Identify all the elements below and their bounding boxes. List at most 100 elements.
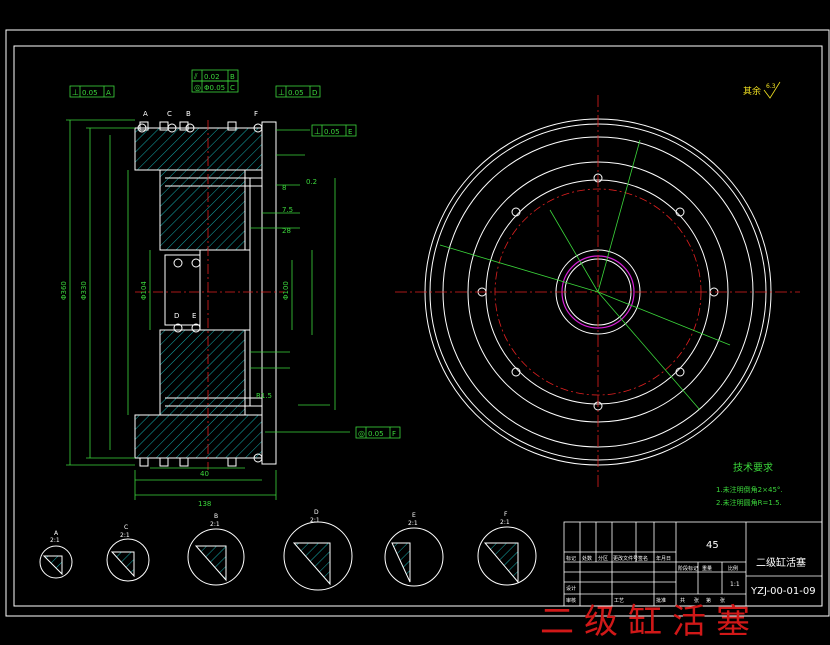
dim-chamfer: R1.5: [256, 392, 272, 400]
right-flange: [261, 121, 277, 465]
svg-text:D: D: [174, 312, 179, 320]
front-view: [395, 95, 800, 490]
svg-text:重量: 重量: [702, 565, 712, 572]
svg-text:6.3: 6.3: [766, 83, 776, 90]
dim-depth-4: 40: [200, 470, 209, 478]
svg-text:批准: 批准: [656, 597, 666, 604]
svg-text:共: 共: [680, 597, 685, 604]
svg-text:张: 张: [720, 597, 725, 604]
dim-bore-dia: Φ100: [282, 281, 290, 300]
svg-text:标记: 标记: [566, 555, 576, 562]
svg-text:0.05: 0.05: [288, 89, 304, 97]
svg-text:A: A: [54, 530, 59, 537]
svg-text:D: D: [314, 509, 319, 516]
svg-text:E: E: [412, 512, 416, 519]
tol-frame-6: ◎ 0.05 F: [355, 426, 401, 439]
surface-roughness: 其余 6.3: [743, 81, 781, 99]
dim-depth-3: 28: [282, 227, 291, 235]
svg-text:Φ0.05: Φ0.05: [204, 84, 225, 92]
svg-text:E: E: [192, 312, 196, 320]
tol-frame-4: ⊥ 0.05 D: [275, 85, 321, 98]
svg-text:B: B: [186, 110, 191, 118]
svg-text:签名: 签名: [638, 555, 648, 562]
svg-text:年月日: 年月日: [656, 555, 671, 562]
svg-text:分区: 分区: [598, 555, 608, 562]
dim-depth-1: 8: [282, 184, 286, 192]
web-upper: [159, 169, 246, 251]
svg-text:2.未注明圆角R=1.5.: 2.未注明圆角R=1.5.: [716, 498, 782, 507]
material-value: 45: [706, 540, 719, 551]
hub-inner: [164, 254, 201, 326]
svg-text:1:1: 1:1: [730, 581, 740, 588]
title-block: [563, 521, 823, 607]
section-labels: A C B D E F: [143, 110, 258, 320]
svg-text:⊥: ⊥: [278, 88, 285, 97]
dimension-lines: [66, 119, 350, 500]
svg-text:更改文件号: 更改文件号: [613, 555, 638, 562]
detail-view-e: E 2:1: [384, 512, 444, 587]
svg-text:0.05: 0.05: [368, 430, 384, 438]
part-name: 二级缸活塞: [756, 556, 806, 569]
dimension-texts: 138 Φ360 Φ330 Φ104 Φ100 8 7.5 28 40 0.2 …: [60, 178, 317, 508]
dim-hub-dia: Φ104: [140, 281, 148, 300]
tol-frame-3: ◎ Φ0.05 C: [191, 80, 239, 93]
title-block-text: 标记 处数 分区 更改文件号 签名 年月日 设计 审核 工艺 批准 阶段标记 重…: [566, 540, 816, 604]
top-rim-section: [134, 127, 263, 171]
svg-text:2:1: 2:1: [210, 521, 220, 528]
tol-frame-5: ⊥ 0.05 E: [311, 124, 357, 137]
svg-text:E: E: [348, 128, 352, 136]
svg-text:F: F: [254, 110, 258, 118]
svg-text:2:1: 2:1: [408, 520, 418, 527]
tolerance-frames: ⊥ 0.05 A ⫽ 0.02 B ◎ Φ0.05 C ⊥ 0.05 D: [69, 69, 401, 439]
tol-frame-1: ⊥ 0.05 A: [69, 85, 115, 98]
svg-text:A: A: [143, 110, 148, 118]
technical-requirements: 技术要求 1.未注明倒角2×45°. 2.未注明圆角R=1.5.: [716, 461, 783, 507]
dim-gap: 0.2: [306, 178, 317, 186]
watermark-title: 二级缸活塞: [540, 602, 760, 642]
dim-depth-2: 7.5: [282, 206, 293, 214]
bottom-rim-section: [134, 414, 263, 459]
inner-border: [13, 45, 823, 607]
svg-text:2:1: 2:1: [310, 517, 320, 524]
svg-text:⊥: ⊥: [314, 127, 321, 136]
svg-text:比例: 比例: [728, 565, 738, 572]
detail-view-c: C 2:1: [106, 524, 150, 582]
detail-view-a: A 2:1: [39, 530, 73, 579]
svg-text:B: B: [230, 73, 235, 81]
svg-text:2:1: 2:1: [120, 532, 130, 539]
svg-text:阶段标记: 阶段标记: [678, 565, 698, 572]
dim-overall-width: 138: [198, 500, 211, 508]
detail-view-f: F 2:1: [477, 511, 537, 586]
svg-text:处数: 处数: [582, 555, 592, 562]
svg-text:F: F: [392, 430, 396, 438]
svg-text:0.02: 0.02: [204, 73, 220, 81]
dim-outer-dia: Φ360: [60, 281, 68, 300]
dim-hole-pcd: Φ330: [80, 281, 88, 300]
web-lower: [159, 329, 246, 416]
svg-text:张: 张: [694, 597, 699, 604]
svg-text:审核: 审核: [566, 597, 576, 604]
svg-text:⊥: ⊥: [72, 88, 79, 97]
svg-text:B: B: [214, 513, 218, 520]
detail-view-b: B 2:1: [187, 513, 245, 586]
outer-border: [5, 29, 830, 617]
svg-text:F: F: [504, 511, 508, 518]
drawing-number: YZJ-00-01-09: [750, 586, 816, 597]
tol-frame-2: ⫽ 0.02 B: [191, 69, 239, 82]
svg-text:2:1: 2:1: [50, 537, 60, 544]
svg-text:C: C: [124, 524, 128, 531]
svg-text:第: 第: [706, 597, 711, 604]
svg-text:设计: 设计: [566, 585, 576, 592]
svg-text:C: C: [167, 110, 172, 118]
svg-text:D: D: [312, 89, 317, 97]
svg-text:0.05: 0.05: [82, 89, 98, 97]
svg-text:其余: 其余: [743, 85, 761, 97]
detail-views: A 2:1 C 2:1 B 2:1 D 2:1 E 2:1: [39, 509, 537, 591]
svg-text:◎: ◎: [358, 429, 365, 438]
svg-text:0.05: 0.05: [324, 128, 340, 136]
detail-view-d: D 2:1: [283, 509, 353, 591]
svg-text:工艺: 工艺: [614, 598, 624, 604]
svg-text:◎: ◎: [194, 83, 201, 92]
